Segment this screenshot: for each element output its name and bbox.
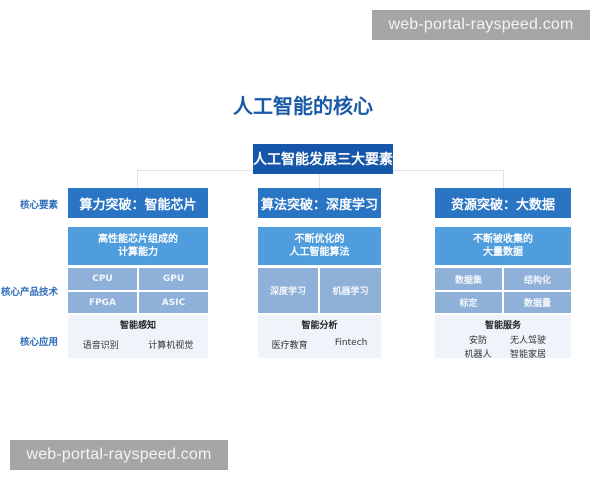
- application-item: 无人驾驶: [509, 336, 546, 346]
- application-item: Fintech: [334, 338, 368, 348]
- cell-dataset: 数据集: [435, 268, 502, 290]
- cell-gpu: GPU: [139, 268, 208, 290]
- cell-data-volume: 数据量: [504, 292, 571, 313]
- diagram-title: 人工智能的核心: [233, 94, 373, 118]
- cell-deep-learning: 深度学习: [258, 268, 318, 313]
- application-item: 语音识别: [82, 341, 119, 351]
- application-item: 计算机视觉: [148, 341, 194, 351]
- cell-asic: ASIC: [139, 292, 208, 313]
- row-label-core-products: 核心产品技术: [0, 287, 58, 298]
- application-item: 医疗教育: [271, 341, 308, 351]
- application-title: 智能分析: [301, 321, 338, 331]
- column-header-compute: 算力突破：智能芯片: [68, 188, 208, 218]
- application-box-compute: 智能感知 语音识别 计算机视觉: [68, 315, 208, 358]
- row-label-core-applications: 核心应用: [19, 337, 58, 348]
- watermark-top: web-portal-rayspeed.com: [372, 10, 590, 40]
- desc-line: 计算能力: [118, 247, 158, 258]
- application-item: 机器人: [464, 350, 492, 360]
- cell-structured: 结构化: [504, 268, 571, 290]
- desc-line: 人工智能算法: [289, 247, 350, 258]
- desc-line: 不断被收集的: [473, 234, 533, 245]
- application-item: 安防: [468, 336, 487, 346]
- watermark-bottom: web-portal-rayspeed.com: [10, 440, 228, 470]
- cell-labeling: 标定: [435, 292, 502, 313]
- column-desc-data: 不断被收集的 大量数据: [435, 227, 571, 265]
- connector-middle: [319, 174, 320, 188]
- application-item: 智能家居: [509, 350, 546, 360]
- application-title: 智能服务: [484, 321, 521, 331]
- application-title: 智能感知: [119, 321, 156, 331]
- desc-line: 不断优化的: [294, 234, 345, 245]
- cell-machine-learning: 机器学习: [320, 268, 381, 313]
- application-box-algorithm: 智能分析 医疗教育 Fintech: [258, 315, 381, 358]
- connector-right: [503, 170, 504, 188]
- root-node: 人工智能发展三大要素: [253, 144, 393, 174]
- application-box-data: 智能服务 安防 无人驾驶 机器人 智能家居: [435, 315, 571, 360]
- cell-fpga: FPGA: [68, 292, 137, 313]
- desc-line: 大量数据: [483, 247, 523, 258]
- connector-left: [137, 170, 138, 188]
- desc-line: 高性能芯片组成的: [98, 234, 178, 245]
- column-desc-compute: 高性能芯片组成的 计算能力: [68, 227, 208, 265]
- row-label-core-elements: 核心要素: [19, 200, 58, 211]
- column-desc-algorithm: 不断优化的 人工智能算法: [258, 227, 381, 265]
- column-header-data: 资源突破：大数据: [435, 188, 571, 218]
- column-header-algorithm: 算法突破：深度学习: [258, 188, 381, 218]
- cell-cpu: CPU: [68, 268, 137, 290]
